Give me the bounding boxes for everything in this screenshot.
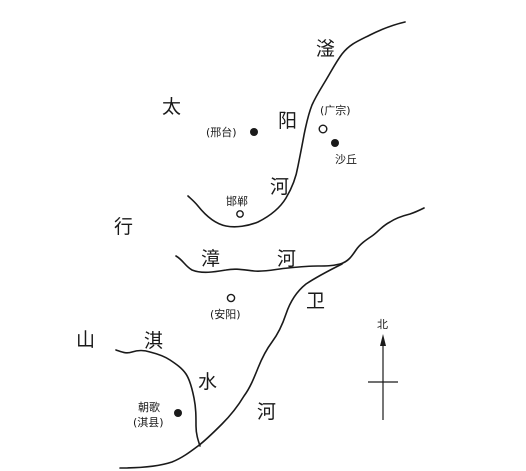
zhang-river xyxy=(175,207,425,274)
compass: 北 xyxy=(368,318,398,420)
taihang-char-3: 山 xyxy=(76,329,95,351)
city-marker-guangzong xyxy=(318,124,328,134)
city-marker-handan xyxy=(236,210,244,218)
zhang-label-1: 漳 xyxy=(201,248,220,270)
city-marker-shaqiu xyxy=(331,139,339,147)
fuyang-river xyxy=(187,21,406,228)
qi-river xyxy=(115,349,201,447)
taihang-char-1: 太 xyxy=(162,96,181,118)
north-arrow-icon xyxy=(380,334,386,346)
wei-label-2: 河 xyxy=(257,401,276,423)
city-marker-zhaoge xyxy=(174,409,182,417)
fuyang-label-3: 河 xyxy=(270,176,289,198)
city-label-zhaoge-line2: (淇县) xyxy=(133,416,164,429)
qi-label-1: 淇 xyxy=(144,330,163,352)
city-label-guangzong: (广宗) xyxy=(320,103,351,117)
zhang-label-2: 河 xyxy=(277,248,296,270)
wei-label-1: 卫 xyxy=(306,290,325,312)
qi-label-2: 水 xyxy=(198,371,217,393)
city-marker-xingtai xyxy=(250,128,258,136)
city-label-zhaoge-line1: 朝歌 xyxy=(138,400,160,414)
city-label-shaqiu: 沙丘 xyxy=(335,153,357,166)
city-marker-anyang xyxy=(226,293,236,303)
city-label-anyang: (安阳) xyxy=(210,307,241,321)
city-label-handan: 邯郸 xyxy=(226,194,248,208)
fuyang-label-1: 滏 xyxy=(316,38,335,60)
fuyang-label-2: 阳 xyxy=(278,110,297,132)
north-label: 北 xyxy=(377,318,388,331)
wei-river xyxy=(119,263,343,469)
city-label-xingtai: (邢台) xyxy=(206,125,237,139)
taihang-char-2: 行 xyxy=(114,216,133,238)
